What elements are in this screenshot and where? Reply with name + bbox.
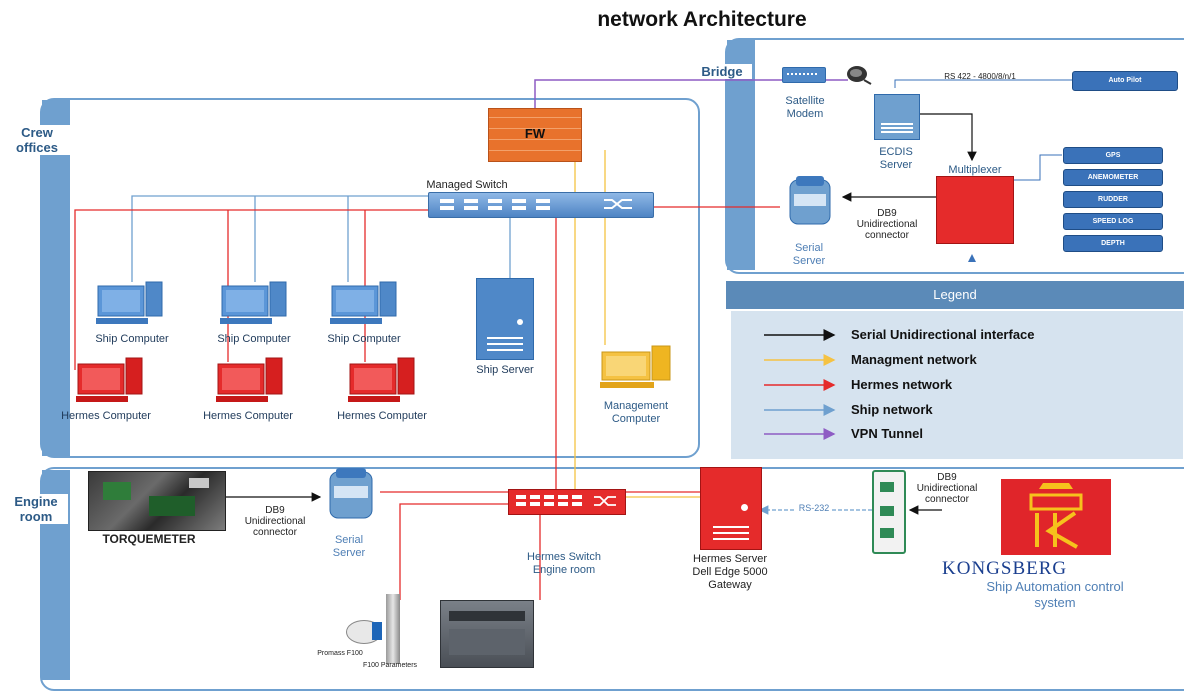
- ship-computer-icon: [96, 281, 163, 324]
- db9-label-engine-text: DB9 Unidirectional connector: [244, 505, 306, 538]
- ship-computer-icon: [220, 281, 287, 324]
- ship-server-label: Ship Server: [476, 364, 534, 376]
- management-computer-label: Management Computer: [584, 400, 688, 426]
- hermes-computer-label: Hermes Computer: [61, 410, 151, 422]
- serial-server-icon: [789, 176, 831, 225]
- serial-server-label: Serial Server: [776, 242, 842, 268]
- serial-server-label-engine: Serial Server: [314, 534, 384, 560]
- satellite-modem-icon: [782, 67, 826, 83]
- legend-item-serial: Serial Unidirectional interface: [851, 327, 1035, 342]
- bridge-label: Bridge: [692, 64, 752, 79]
- torquemeter-label: TORQUEMETER: [102, 532, 196, 546]
- switch-crossover-icon: [604, 199, 632, 209]
- kongsberg-subtitle-text: Ship Automation control system: [986, 579, 1124, 610]
- ship-computer-label: Ship Computer: [95, 333, 169, 345]
- rs422-line: [894, 79, 1072, 88]
- ecdis-server-label-text: ECDIS Server: [879, 146, 913, 171]
- hermes-computer-icon: [76, 357, 143, 402]
- hermes-server-icon: [700, 467, 762, 550]
- legend-header: Legend: [726, 281, 1184, 309]
- crew-offices-zone-tab: [42, 100, 70, 456]
- serial-server-icon: [329, 468, 373, 519]
- serial-ecdis: [918, 113, 977, 162]
- db9-label-kongsberg-text: DB9 Unidirectional connector: [916, 472, 978, 505]
- sensor-gps: GPS: [1063, 147, 1163, 164]
- mux-up-arrow: [968, 254, 976, 262]
- db9-label: DB9 Unidirectional connector: [842, 208, 932, 241]
- crew-offices-zone: [40, 98, 700, 458]
- hermes-server-label: Hermes Server Dell Edge 5000 Gateway: [678, 553, 782, 592]
- legend-item-ship: Ship network: [851, 402, 933, 417]
- sensor-rudder: RUDDER: [1063, 191, 1163, 208]
- kongsberg-crest-icon: [1029, 483, 1083, 549]
- kongsberg-subtitle: Ship Automation control system: [950, 579, 1160, 611]
- promass-label: Promass F100: [317, 650, 363, 657]
- hermes-computer-icon: [348, 357, 415, 402]
- satellite-modem-label-text: Satellite Modem: [785, 95, 825, 120]
- managed-switch-label: Managed Switch: [426, 179, 508, 191]
- connection-lines: [74, 79, 1072, 600]
- promass-flowmeter-icon: [342, 594, 432, 664]
- hermes-switch-label-text: Hermes Switch Engine room: [527, 551, 601, 576]
- torquemeter-photo: [88, 471, 226, 531]
- ship-computer-icon: [330, 281, 397, 324]
- hermes-switch-ports-icon: [516, 495, 616, 506]
- autopilot-box: Auto Pilot: [1072, 71, 1178, 91]
- hermes-computer-label: Hermes Computer: [203, 410, 293, 422]
- ecdis-server-label: ECDIS Server: [862, 146, 930, 172]
- kongsberg-gateway-icon: [872, 470, 906, 554]
- ship-computer-label: Ship Computer: [327, 333, 401, 345]
- bridge-zone: [725, 38, 1184, 274]
- satellite-modem-label: Satellite Modem: [770, 95, 840, 121]
- crew-offices-label: Crew offices: [4, 125, 70, 155]
- multiplexer-label: Multiplexer: [948, 164, 1002, 176]
- kongsberg-name: KONGSBERG: [942, 558, 1068, 579]
- vpn-tunnel-line: [534, 79, 848, 108]
- management-computer-label-text: Management Computer: [603, 400, 669, 425]
- ship-server-icon: [476, 278, 534, 360]
- multiplexer-box: [936, 176, 1014, 244]
- engine-room-label: Engine room: [4, 494, 68, 524]
- hermes-network-line: [74, 209, 430, 370]
- satellite-dish-icon: [847, 66, 872, 85]
- ship-network-line: [131, 195, 430, 282]
- db9-label-engine: DB9 Unidirectional connector: [230, 505, 320, 538]
- hermes-switch-label: Hermes Switch Engine room: [506, 551, 622, 577]
- engine-room-label-text: Engine room: [14, 494, 58, 524]
- crew-offices-label-text: Crew offices: [16, 125, 58, 155]
- ship-computer-label: Ship Computer: [217, 333, 291, 345]
- serial-server-label-text: Serial Server: [792, 242, 826, 267]
- kongsberg-logo: [1001, 479, 1111, 555]
- hermes-computer-label: Hermes Computer: [337, 410, 427, 422]
- management-computer-icon: [600, 345, 671, 388]
- legend-item-vpn: VPN Tunnel: [851, 426, 923, 441]
- db9-label-text: DB9 Unidirectional connector: [856, 208, 918, 241]
- plc-controller-icon: [440, 600, 534, 668]
- firewall-label: FW: [524, 126, 546, 141]
- sensor-speed-log: SPEED LOG: [1063, 213, 1163, 230]
- ecdis-server-icon: [874, 94, 920, 140]
- firewall: FW: [488, 108, 582, 162]
- hermes-computer-icon: [216, 357, 283, 402]
- legend-arrows: [764, 329, 836, 440]
- promass-line: [399, 503, 510, 600]
- legend-item-management: Managment network: [851, 352, 977, 367]
- mux-sensor-lines: [1012, 154, 1062, 181]
- rs232-label: RS-232: [796, 503, 832, 513]
- hermes-server-label-text: Hermes Server Dell Edge 5000 Gateway: [692, 553, 768, 591]
- page-title: network Architecture: [597, 8, 807, 31]
- rs422-label: RS 422 - 4800/8/n/1: [944, 72, 1016, 81]
- f100-params-label: F100 Parameters: [362, 662, 418, 669]
- sensor-depth: DEPTH: [1063, 235, 1163, 252]
- switch-ports-icon: [440, 199, 550, 210]
- serial-server-label-engine-text: Serial Server: [332, 534, 366, 559]
- legend-item-hermes: Hermes network: [851, 377, 953, 392]
- db9-label-kongsberg: DB9 Unidirectional connector: [902, 472, 992, 505]
- sensor-anemometer: ANEMOMETER: [1063, 169, 1163, 186]
